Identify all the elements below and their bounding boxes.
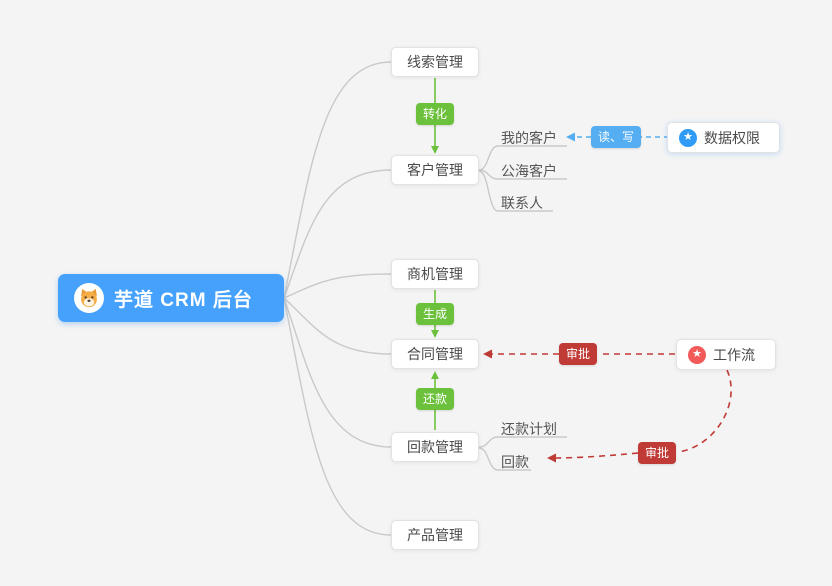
convert-arrowhead — [431, 146, 439, 154]
child-contacts[interactable]: 联系人 — [501, 195, 543, 211]
root-label: 芋道 CRM 后台 — [114, 289, 253, 311]
node-data-permission[interactable]: ★ 数据权限 — [667, 122, 780, 153]
dog-mascot-icon — [74, 283, 104, 313]
node-products-label: 产品管理 — [407, 527, 463, 543]
permission-arrowhead — [566, 132, 575, 142]
root-branches — [283, 61, 392, 536]
repay-arrowhead — [431, 371, 439, 379]
branch-products-line — [283, 297, 392, 536]
branch-receivables-line — [283, 297, 392, 448]
node-contracts-label: 合同管理 — [407, 346, 463, 362]
node-leads-label: 线索管理 — [407, 54, 463, 70]
repayment-approve-arrowhead — [547, 453, 556, 463]
node-receivables[interactable]: 回款管理 — [391, 432, 479, 462]
child-repayment-plan[interactable]: 还款计划 — [501, 421, 557, 437]
contract-approve-arrowhead — [483, 349, 492, 359]
green-flow-edges — [431, 78, 439, 430]
node-data-permission-label: 数据权限 — [704, 129, 760, 146]
read-write-edge-badge: 读、写 — [591, 126, 641, 148]
branch-customers-line — [283, 169, 392, 299]
node-receivables-label: 回款管理 — [407, 439, 463, 455]
workflow-to-receivable-curve — [677, 369, 732, 453]
branch-opportunities-line — [283, 273, 392, 299]
data-permission-star-icon: ★ — [679, 128, 697, 147]
approve-receivable-edge-badge: 审批 — [638, 442, 676, 464]
child-my-customers[interactable]: 我的客户 — [501, 130, 557, 146]
node-workflow-label: 工作流 — [713, 346, 755, 363]
node-leads[interactable]: 线索管理 — [391, 47, 479, 77]
node-contracts[interactable]: 合同管理 — [391, 339, 479, 369]
node-opportunities[interactable]: 商机管理 — [391, 259, 479, 289]
node-customers-label: 客户管理 — [407, 162, 463, 178]
convert-edge-badge: 转化 — [416, 103, 454, 125]
node-opportunities-label: 商机管理 — [407, 266, 463, 282]
node-products[interactable]: 产品管理 — [391, 520, 479, 550]
approve-contract-edge-badge: 审批 — [559, 343, 597, 365]
badge-to-repayment-curve — [553, 452, 639, 459]
branch-leads-line — [283, 61, 392, 299]
generate-arrowhead — [431, 330, 439, 338]
node-workflow[interactable]: ★ 工作流 — [676, 339, 776, 370]
child-repayment[interactable]: 回款 — [501, 454, 529, 470]
root-node[interactable]: 芋道 CRM 后台 — [58, 274, 284, 322]
branch-contracts-line — [283, 297, 392, 355]
workflow-star-icon: ★ — [688, 345, 706, 364]
child-public-customers[interactable]: 公海客户 — [501, 163, 557, 179]
repay-edge-badge: 还款 — [416, 388, 454, 410]
generate-edge-badge: 生成 — [416, 303, 454, 325]
node-customers[interactable]: 客户管理 — [391, 155, 479, 185]
